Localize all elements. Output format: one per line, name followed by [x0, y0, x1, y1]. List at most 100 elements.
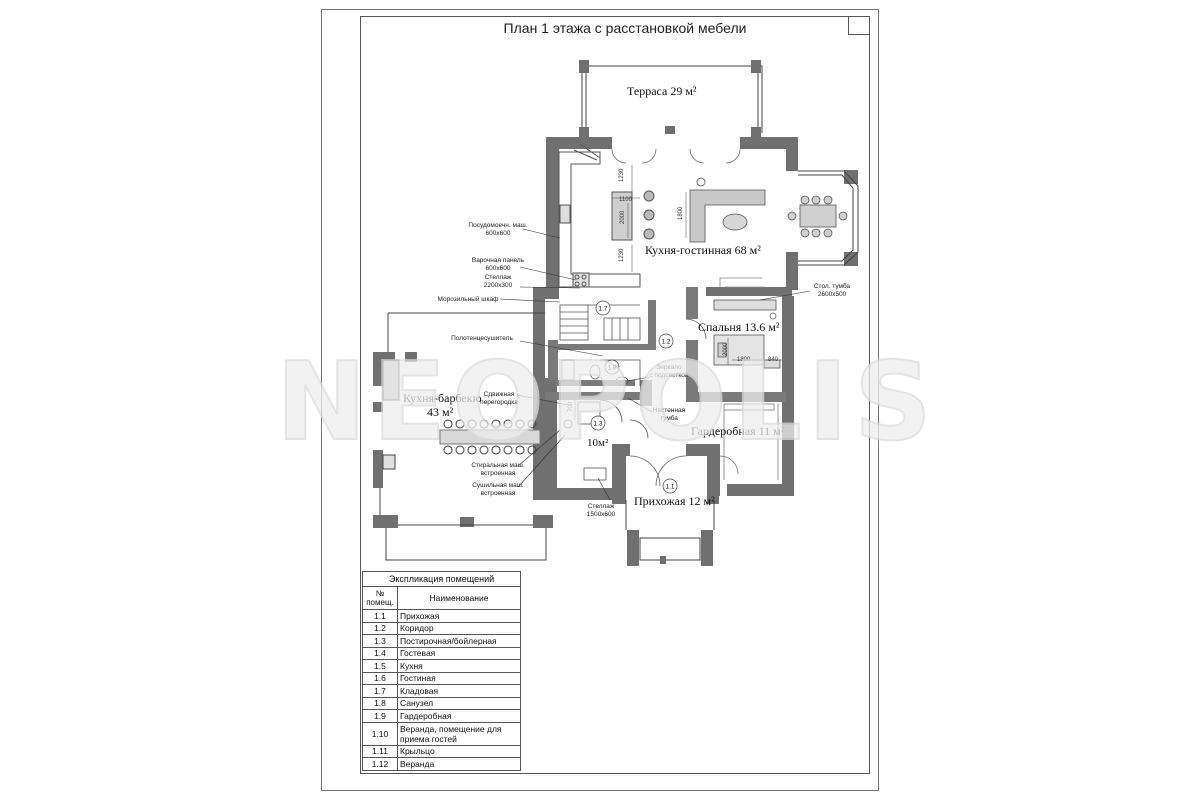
legend-col-name: Наименование [397, 586, 521, 610]
legend-row-num: 1.9 [362, 709, 398, 723]
note-sliding-2: перегородка [480, 399, 518, 406]
legend-row-name: Веранда [397, 757, 521, 771]
dimension-label: 1230 [619, 168, 625, 182]
legend-row-num: 1.10 [362, 721, 398, 746]
legend-caption: Экспликация помещений [362, 571, 521, 587]
sofa-set [689, 177, 766, 243]
dimension-label: 2000 [620, 210, 626, 224]
legend-row-num: 1.7 [362, 684, 398, 698]
legend-row-num: 1.6 [362, 671, 398, 685]
legend-row-name: Санузел [397, 696, 521, 710]
dimension-label: 700 [568, 401, 574, 412]
room-tag: 1.1 [665, 484, 674, 491]
dimension-label: 1800 [737, 357, 751, 363]
bedroom-furniture [685, 299, 781, 369]
legend-row-num: 1.12 [362, 757, 398, 771]
legend-row-name: Гостиная [397, 671, 521, 685]
legend-row-name: Гардеробная [397, 709, 521, 723]
annotation-leaders [499, 228, 811, 501]
legend-row-name: Постирочная/бойлерная [397, 634, 521, 648]
legend-col-num-1: № [375, 589, 385, 598]
kitchen-island [611, 190, 655, 241]
room-label-hall: Прихожая 12 м² [634, 494, 715, 508]
legend-row-num: 1.3 [362, 634, 398, 648]
dimension-lines [574, 165, 782, 420]
drawing-frame [360, 16, 870, 774]
legend-row-num: 1.11 [362, 744, 398, 758]
note-dryer-2: встроенная [481, 490, 516, 497]
legend-row-num: 1.8 [362, 696, 398, 710]
dimension-labels: 1230 1100 2000 1230 1800 2000 1800 840 7… [568, 168, 779, 412]
dining-set [787, 195, 848, 238]
legend-row-name: Коридор [397, 621, 521, 635]
note-washer: Стиральная маш. [471, 462, 525, 469]
legend-row-name: Кухня [397, 659, 521, 673]
legend-row-name: Крыльцо [397, 744, 521, 758]
note-hall-rack: Стеллаж [588, 503, 615, 510]
interior-walls [545, 287, 786, 406]
legend-row-num: 1.2 [362, 621, 398, 635]
dimension-label: 1100 [619, 197, 633, 203]
room-labels: Терраса 29 м² Кухня-гостинная 68 м² Спал… [403, 84, 785, 508]
porch [625, 455, 715, 566]
wardrobe-furniture [719, 403, 779, 480]
legend-row-name: Гостевая [397, 646, 521, 660]
note-washer-2: встроенная [481, 470, 516, 477]
notes: Посудомоечн. маш. 600х600 Варочная панел… [438, 222, 851, 518]
legend-col-num: № помещ. [362, 586, 398, 610]
note-hall-rack-size: 1500х600 [587, 511, 616, 518]
room-label-bbq: Кухня-барбекю [403, 391, 482, 405]
room-tag: 1.7 [598, 306, 607, 313]
room-label-bedroom: Спальня 13.6 м² [698, 320, 780, 334]
bathroom-fixtures [561, 359, 649, 481]
note-wall-cabinet: Настенная [653, 407, 686, 414]
room-tags [590, 300, 678, 494]
note-freezer: Морозильный шкаф [438, 295, 500, 303]
dimension-label: 840 [768, 357, 779, 363]
terrace-columns [579, 60, 761, 137]
legend-row-num: 1.5 [362, 659, 398, 673]
note-sliding: Сдвижная [484, 391, 515, 398]
terrace-outline [581, 65, 763, 133]
note-rack: Стеллаж [485, 274, 512, 281]
room-label-kitchen-living: Кухня-гостинная 68 м² [645, 243, 761, 257]
dimension-label: 2000 [723, 342, 729, 356]
note-mirror-2: с подсветкой [649, 371, 688, 379]
legend-row-num: 1.1 [362, 609, 398, 623]
title-block-corner [848, 16, 869, 35]
note-dishwasher: Посудомоечн. маш. [468, 222, 527, 229]
room-tag: 1.8 [607, 365, 616, 372]
legend-row-name: Кладовая [397, 684, 521, 698]
partial-wall-lines [719, 277, 765, 288]
bay-window [798, 170, 859, 266]
room-label-bbq-area: 43 м² [427, 405, 454, 419]
room-label-boiler-area: 10м² [587, 437, 609, 449]
kitchen-counter [558, 143, 641, 288]
note-hob: Варочная панель [472, 257, 525, 264]
legend-row-num: 1.4 [362, 646, 398, 660]
legend-row-name: Веранда, помещение для приема гостей [397, 721, 521, 746]
living-doors [611, 148, 741, 164]
note-mirror: Зеркало [656, 364, 682, 371]
note-towel-dryer: Полотенцесушитель [451, 335, 513, 342]
note-wall-cabinet-2: тумба [660, 414, 678, 422]
legend-col-num-2: помещ. [366, 598, 394, 607]
note-dishwasher-size: 600х600 [486, 230, 511, 237]
room-tag: 1.3 [593, 421, 602, 428]
dimension-label: 1230 [619, 248, 625, 262]
note-table-cabinet-size: 2600х500 [818, 291, 847, 298]
stairs [559, 304, 641, 386]
